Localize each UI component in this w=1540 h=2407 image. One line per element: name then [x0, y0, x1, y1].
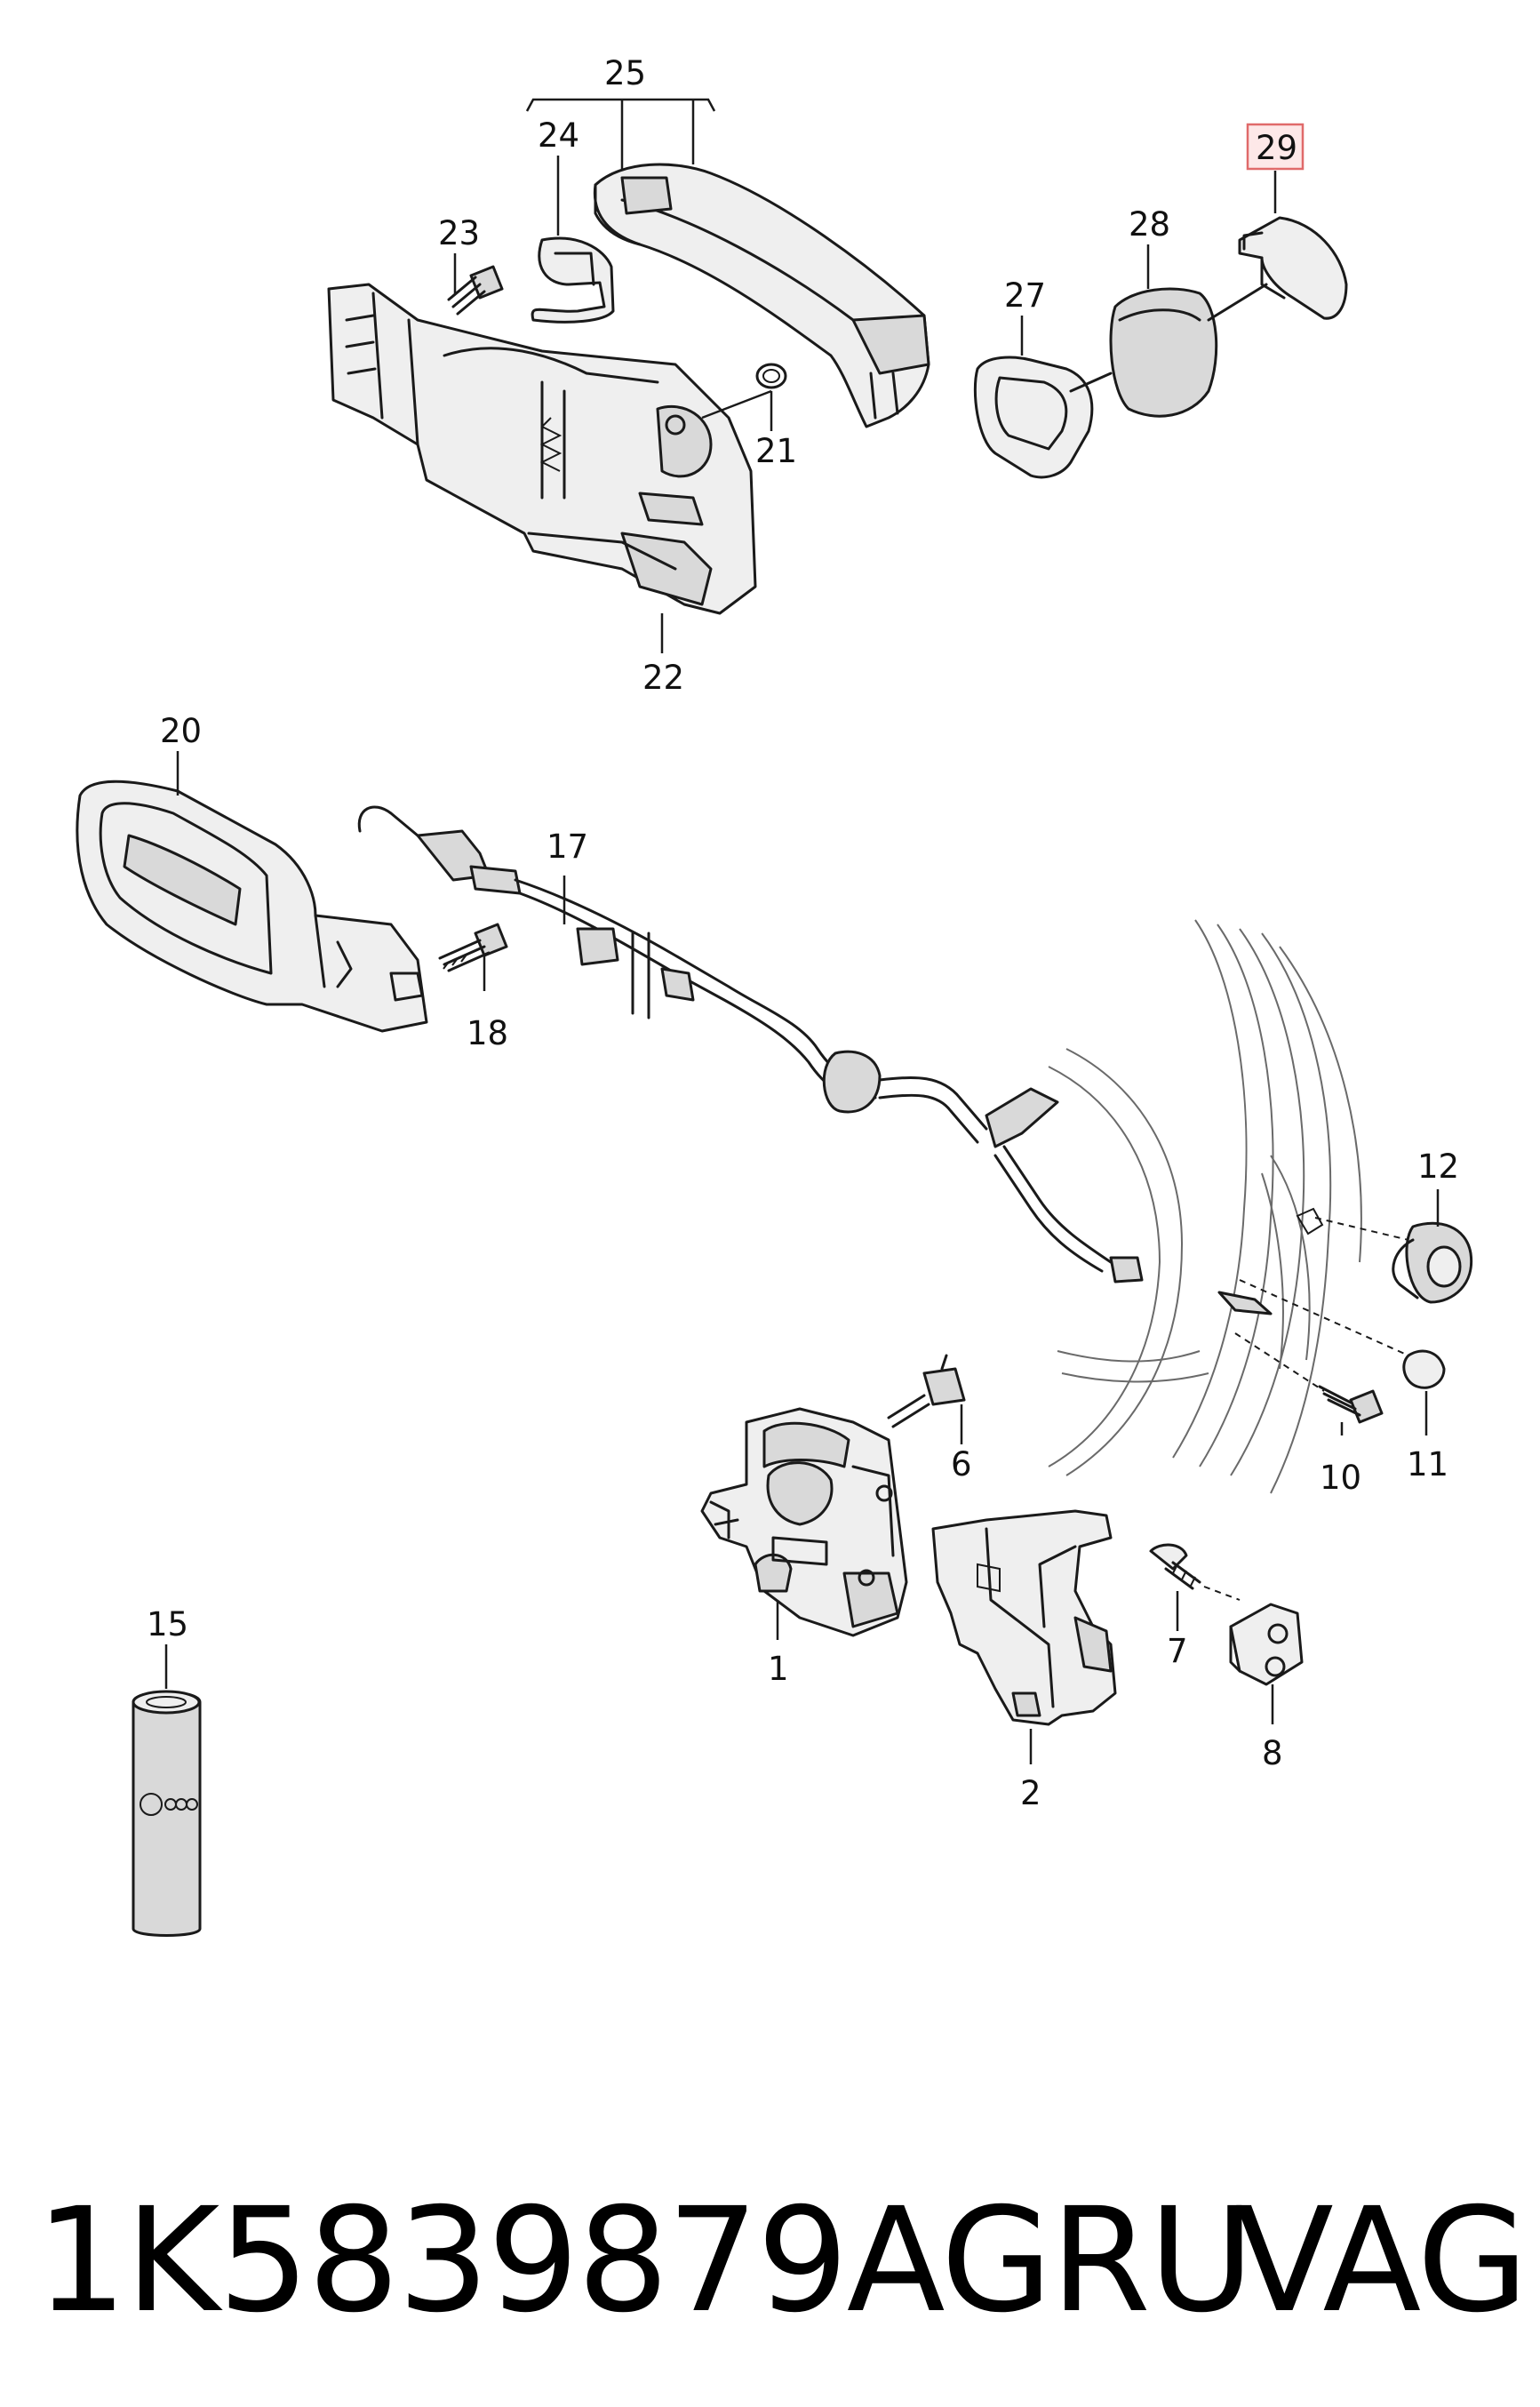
o-ring-21-inner	[762, 369, 780, 383]
callout-21-leader	[701, 389, 773, 431]
clip-11-guide	[1239, 1279, 1409, 1356]
handle-cover-cap	[1207, 216, 1348, 322]
clip-11	[1402, 1349, 1446, 1389]
callout-29: 29	[1256, 129, 1297, 167]
bolt-10-guide	[1234, 1332, 1325, 1392]
striker-screw-7	[1149, 1543, 1201, 1590]
callout-2: 2	[1020, 1774, 1041, 1812]
bolt-23	[447, 265, 504, 316]
callout-18: 18	[467, 1014, 508, 1052]
callout-27: 27	[1004, 276, 1046, 315]
outer-door-handle	[593, 163, 930, 428]
callout-23: 23	[438, 214, 480, 252]
callout-7: 7	[1167, 1632, 1188, 1670]
callout-8: 8	[1262, 1734, 1283, 1772]
callout-21: 21	[755, 432, 797, 470]
callout-28: 28	[1129, 205, 1170, 244]
o-ring-21	[755, 363, 787, 389]
lock-cover	[931, 1509, 1117, 1726]
plug-12-guide	[1314, 1217, 1409, 1241]
part-number: 1K5839879AGRU	[36, 2178, 1254, 2345]
callout-11: 11	[1407, 1445, 1448, 1483]
brand-name: VAG	[1235, 2178, 1528, 2345]
screw-7-guide	[1203, 1586, 1241, 1601]
callout-25-bracket	[525, 98, 716, 112]
lock-cylinder-cap	[1069, 287, 1218, 418]
inner-door-handle	[76, 780, 428, 1033]
sealing-plug-12	[1392, 1221, 1473, 1304]
release-cable	[357, 805, 1144, 1283]
door-lock-mechanism	[700, 1407, 908, 1637]
callout-1: 1	[768, 1650, 789, 1688]
part-number-footer: 1K5839879AGRU VAG	[0, 2178, 1540, 2373]
handle-seal	[531, 236, 615, 324]
grease-can-15	[132, 1690, 202, 1937]
callout-24: 24	[538, 116, 579, 155]
callout-22: 22	[642, 659, 684, 697]
release-pin-6	[887, 1354, 966, 1428]
bolt-10	[1318, 1385, 1384, 1424]
callout-12: 12	[1417, 1148, 1459, 1186]
callout-25: 25	[604, 54, 646, 92]
callout-20: 20	[160, 712, 202, 750]
cylinder-gasket	[973, 356, 1094, 479]
callout-10: 10	[1320, 1459, 1361, 1497]
callout-6: 6	[951, 1445, 972, 1483]
handle-carrier-bracket	[327, 283, 757, 615]
callout-15: 15	[147, 1605, 188, 1643]
exploded-parts-diagram: 25 24 23 22 21 27	[76, 54, 1473, 1937]
door-pillar-outline	[1048, 919, 1362, 1494]
striker-8	[1229, 1603, 1304, 1686]
callout-29-highlight	[1246, 123, 1305, 171]
screw-18	[438, 923, 508, 972]
callout-17: 17	[547, 828, 588, 866]
